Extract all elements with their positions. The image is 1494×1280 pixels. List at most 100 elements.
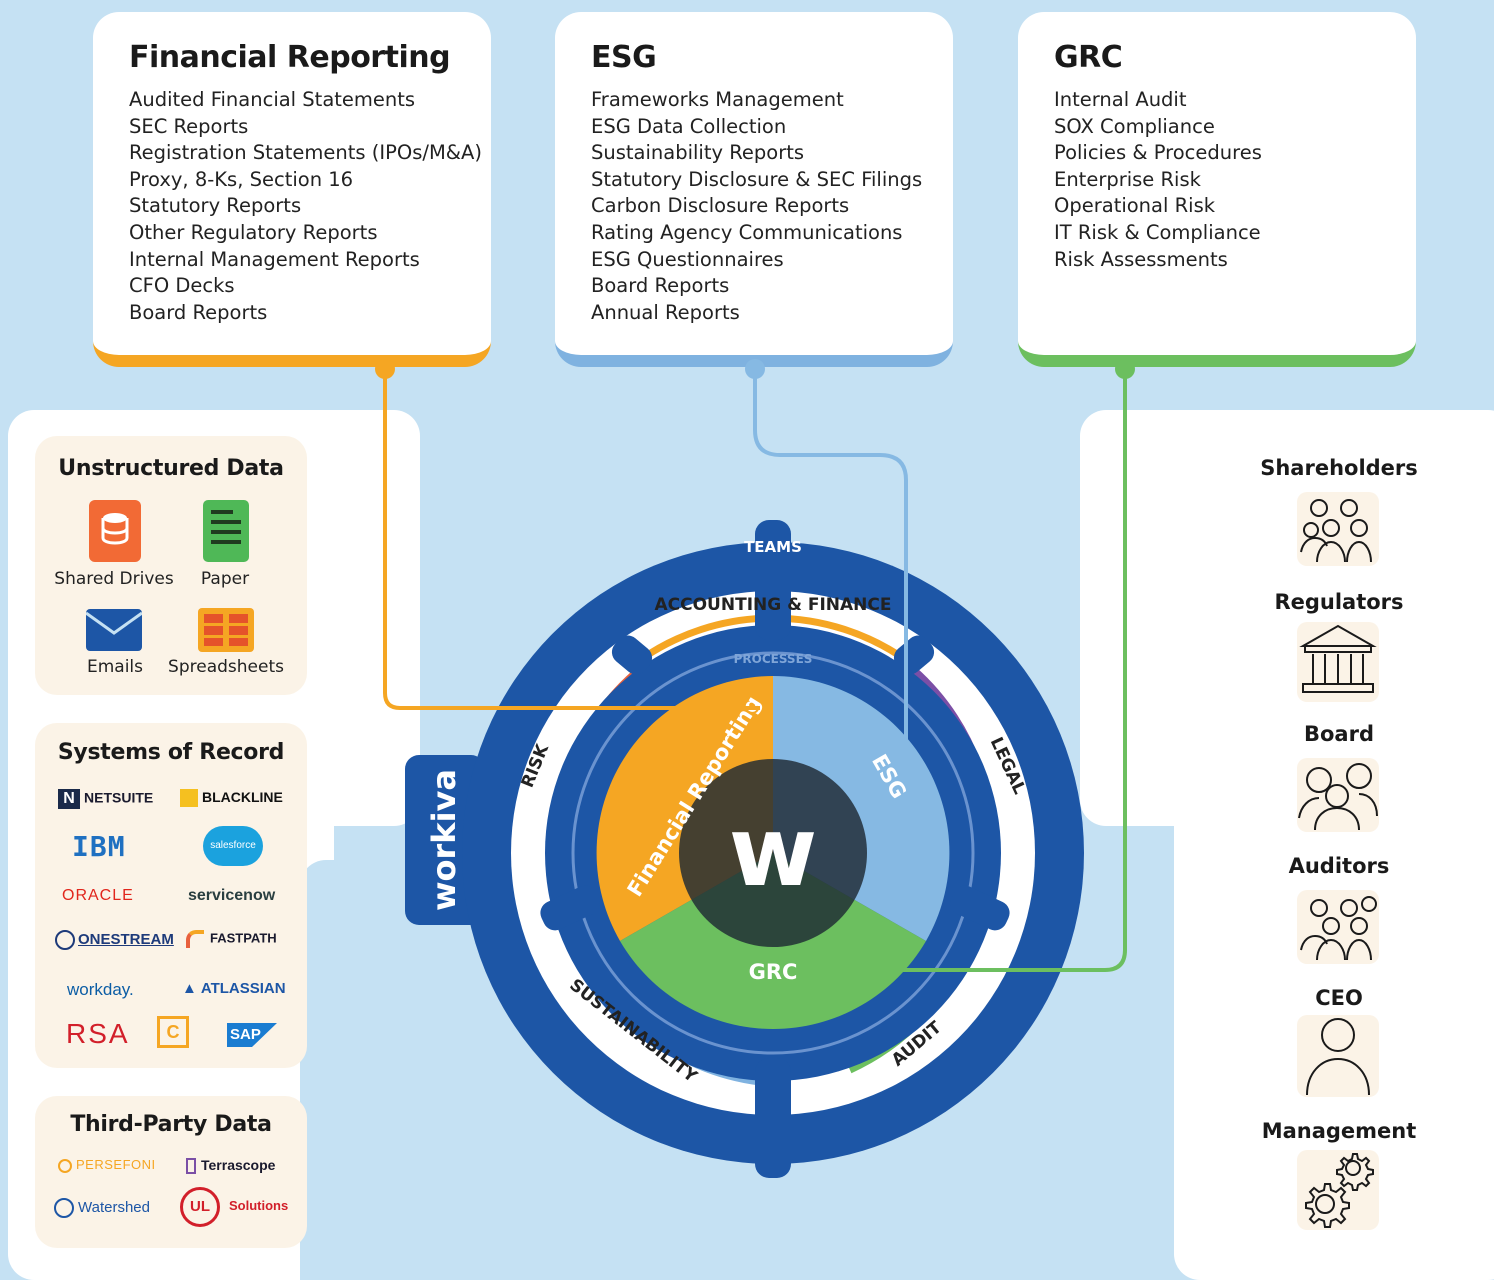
ul-logo: UL xyxy=(180,1187,220,1227)
right-card-extension xyxy=(1080,410,1200,826)
card-title: GRC xyxy=(1054,40,1123,75)
workday-logo: workday. xyxy=(67,980,134,999)
panel-title: Unstructured Data xyxy=(58,456,284,481)
audience-ceo-label: CEO xyxy=(1315,986,1363,1010)
onestream-text: ONESTREAM xyxy=(78,930,174,948)
list-item: Enterprise Risk xyxy=(1054,167,1201,191)
servicenow-logo: servicenow xyxy=(188,887,276,904)
management-gears-icon xyxy=(1297,1150,1379,1230)
teams-label: TEAMS xyxy=(744,538,802,556)
list-item: Rating Agency Communications xyxy=(591,220,903,244)
email-icon xyxy=(86,609,142,651)
salesforce-text: salesforce xyxy=(210,840,256,851)
list-item: Statutory Reports xyxy=(129,194,302,218)
list-item: Audited Financial Statements xyxy=(129,88,416,111)
persefoni-logo: PERSEFONI xyxy=(58,1157,156,1173)
shared-drives-label: Shared Drives xyxy=(54,569,174,589)
list-item: Frameworks Management xyxy=(591,88,844,111)
left-card-extension-bottom xyxy=(300,860,410,1280)
list-item: Board Reports xyxy=(129,300,268,324)
processes-label: PROCESSES xyxy=(734,652,813,666)
fastpath-text: FASTPATH xyxy=(210,930,277,946)
audience-board-label: Board xyxy=(1304,722,1374,746)
list-item: Other Regulatory Reports xyxy=(129,220,378,244)
blackline-text: BLACKLINE xyxy=(202,789,283,805)
persefoni-text: PERSEFONI xyxy=(76,1157,156,1172)
list-item: CFO Decks xyxy=(129,274,235,298)
card-item-list: Internal Audit SOX Compliance Policies &… xyxy=(1054,87,1416,273)
list-item: ESG Data Collection xyxy=(591,114,787,138)
onestream-logo: ONESTREAM xyxy=(55,930,174,950)
paper-label: Paper xyxy=(200,569,250,589)
center-logo-letter: w xyxy=(729,796,818,908)
terrascope-text: Terrascope xyxy=(201,1157,276,1173)
systems-of-record-panel: Systems of Record xyxy=(35,723,307,1068)
card-item-list: Frameworks Management ESG Data Collectio… xyxy=(591,87,953,326)
list-item: Sustainability Reports xyxy=(591,141,805,165)
card-title: Financial Reporting xyxy=(129,40,451,75)
grc-connector xyxy=(875,370,1127,972)
team-accounting-finance: ACCOUNTING & FINANCE xyxy=(655,595,892,615)
grc-card: GRC Internal Audit SOX Compliance Polici… xyxy=(1018,12,1416,367)
panel-title: Third-Party Data xyxy=(70,1112,272,1137)
spreadsheets-label: Spreadsheets xyxy=(168,657,284,677)
processes-ring xyxy=(571,651,975,1055)
list-item: Operational Risk xyxy=(1054,194,1216,218)
list-item: Risk Assessments xyxy=(1054,247,1228,271)
solutions-logo: Solutions xyxy=(229,1198,289,1213)
shareholders-icon xyxy=(1297,492,1379,566)
terrascope-logo: Terrascope xyxy=(186,1157,276,1175)
list-item: Annual Reports xyxy=(591,300,740,324)
list-item: SEC Reports xyxy=(129,114,249,138)
oracle-logo: ORACLE xyxy=(62,887,134,904)
center-hub xyxy=(679,759,867,947)
atlassian-text: ATLASSIAN xyxy=(200,980,286,997)
ibm-logo: IBM xyxy=(72,830,126,863)
list-item: Proxy, 8-Ks, Section 16 xyxy=(129,167,354,191)
list-item: Board Reports xyxy=(591,274,730,298)
regulators-icon xyxy=(1297,622,1379,702)
list-item: Policies & Procedures xyxy=(1054,141,1262,165)
audience-regulators-label: Regulators xyxy=(1274,590,1404,614)
blackline-logo: BLACKLINE xyxy=(180,789,283,808)
rsa-logo: RSA xyxy=(66,1018,130,1049)
list-item: ESG Questionnaires xyxy=(591,247,784,271)
financial-reporting-connector xyxy=(383,370,760,710)
sap-text: SAP xyxy=(230,1026,261,1043)
c-logo-text: C xyxy=(166,1022,180,1042)
ceo-icon xyxy=(1297,1015,1379,1097)
third-party-data-panel: Third-Party Data xyxy=(35,1096,307,1248)
audience-shareholders-label: Shareholders xyxy=(1260,456,1418,480)
netsuite-text: NETSUITE xyxy=(84,789,154,806)
list-item: IT Risk & Compliance xyxy=(1054,220,1261,244)
atlassian-logo: ▲ATLASSIAN xyxy=(182,980,286,997)
financial-reporting-card: Financial Reporting Audited Financial St… xyxy=(93,12,491,367)
salesforce-logo: salesforce xyxy=(203,826,263,866)
list-item: Internal Audit xyxy=(1054,88,1187,111)
panel-title: Systems of Record xyxy=(57,740,285,765)
workiva-brand: workiva xyxy=(425,769,463,911)
watershed-text: Watershed xyxy=(78,1198,150,1216)
emails-label: Emails xyxy=(86,657,144,677)
grc-connector-dot xyxy=(1115,359,1135,379)
list-item: Registration Statements (IPOs/M&A) xyxy=(129,141,482,165)
board-icon xyxy=(1297,758,1379,832)
segment-grc-label: GRC xyxy=(749,960,798,984)
c-logo: C xyxy=(157,1016,189,1048)
auditors-icon xyxy=(1297,890,1379,964)
audience-auditors-label: Auditors xyxy=(1288,854,1390,878)
esg-card: ESG Frameworks Management ESG Data Colle… xyxy=(555,12,953,367)
esg-connector-dot xyxy=(745,359,765,379)
list-item: Carbon Disclosure Reports xyxy=(591,194,850,218)
unstructured-data-panel: Unstructured Data xyxy=(35,436,307,695)
list-item: SOX Compliance xyxy=(1054,114,1215,138)
list-item: Internal Management Reports xyxy=(129,247,420,271)
watershed-logo: Watershed xyxy=(54,1198,150,1218)
esg-connector xyxy=(753,370,908,745)
card-title: ESG xyxy=(591,40,657,75)
fastpath-logo: FASTPATH xyxy=(186,930,277,948)
ul-text: UL xyxy=(190,1198,210,1215)
left-card-extension xyxy=(300,410,420,826)
